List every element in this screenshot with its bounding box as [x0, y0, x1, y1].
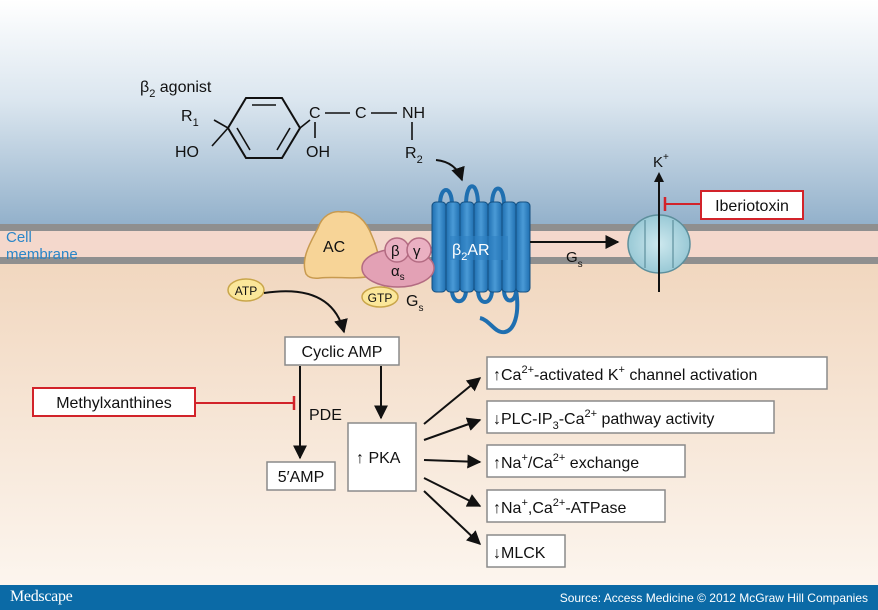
- source-credit: Source: Access Medicine © 2012 McGraw Hi…: [559, 591, 868, 605]
- medscape-logo[interactable]: Medscape: [10, 588, 73, 605]
- carbon-1: C: [309, 105, 321, 122]
- r1-group: R1: [181, 108, 199, 129]
- effect-3: ↑Na+/Ca2+ exchange: [493, 452, 639, 472]
- ho-group: HO: [175, 144, 199, 161]
- effect-box-3: [486, 444, 686, 478]
- effect-arrow-2: [423, 417, 482, 441]
- beta2-agonist-structure: β2 agonist R1 HO C C NH OH R2: [140, 79, 425, 166]
- effect-box-4: [486, 489, 666, 523]
- gs-protein-label: Gs: [406, 293, 423, 314]
- gtp-bubble: [361, 286, 399, 308]
- atp-bubble: [227, 278, 265, 302]
- carbon-2: C: [355, 105, 367, 122]
- gamma-subunit-label: γ: [413, 243, 421, 260]
- potassium-ion-label: K+: [653, 152, 669, 171]
- agonist-binding-arrow: [435, 159, 465, 182]
- effect-arrow-5: [423, 490, 482, 545]
- membrane-label-line2: membrane: [6, 246, 78, 263]
- amp5-box: [266, 461, 336, 491]
- membrane-label-line1: Cell: [6, 229, 32, 246]
- hydroxyl-group: OH: [306, 144, 330, 161]
- methylxanthines-inhibitor: Methylxanthines: [32, 387, 296, 417]
- effect-arrow-4: [423, 477, 482, 507]
- gs-protein-complex: β γ αs GTP Gs: [361, 237, 435, 314]
- atp-conversion-arrow: [263, 290, 348, 334]
- effect-5: ↓MLCK: [493, 545, 546, 562]
- effect-1: ↑Ca2+-activated K+ channel activation: [493, 364, 757, 384]
- amine-group: NH: [402, 105, 425, 122]
- effect-arrow-3: [423, 454, 482, 469]
- effect-box-5: [486, 534, 566, 568]
- cyclic-amp-box: [284, 336, 400, 366]
- beta2-adrenergic-receptor: β2AR: [431, 184, 531, 335]
- iberiotoxin-inhibitor: Iberiotoxin: [663, 190, 804, 220]
- adenylyl-cyclase: AC: [303, 210, 380, 279]
- extracellular-space: [0, 0, 878, 224]
- effect-box-1: [486, 356, 828, 390]
- atp-label: ATP: [235, 284, 257, 298]
- signaling-diagram: Cell membrane β2 agonist R1 HO C C NH OH…: [0, 0, 878, 585]
- r2-group: R2: [405, 145, 423, 166]
- gtp-label: GTP: [368, 291, 393, 305]
- ac-label: AC: [323, 239, 345, 256]
- receptor-label: β2AR: [452, 242, 490, 263]
- agonist-label: β2 agonist: [140, 79, 212, 100]
- footer-bar: Medscape Source: Access Medicine © 2012 …: [0, 585, 878, 610]
- pka-box: [347, 422, 417, 492]
- iberiotoxin-label: Iberiotoxin: [715, 198, 789, 215]
- amp5-label: 5′AMP: [278, 469, 325, 486]
- beta-subunit-label: β: [391, 243, 400, 260]
- cyclic-amp-label: Cyclic AMP: [302, 344, 383, 361]
- effect-box-2: [486, 400, 775, 434]
- alpha-subunit-label: αs: [391, 263, 405, 283]
- pde-label: PDE: [309, 407, 342, 424]
- effect-arrow-1: [423, 377, 482, 425]
- bk-potassium-channel: K+: [627, 152, 691, 292]
- gs-arrow-label: Gs: [566, 249, 583, 270]
- pka-label: ↑ PKA: [356, 450, 401, 467]
- methylxanthines-label: Methylxanthines: [56, 395, 172, 412]
